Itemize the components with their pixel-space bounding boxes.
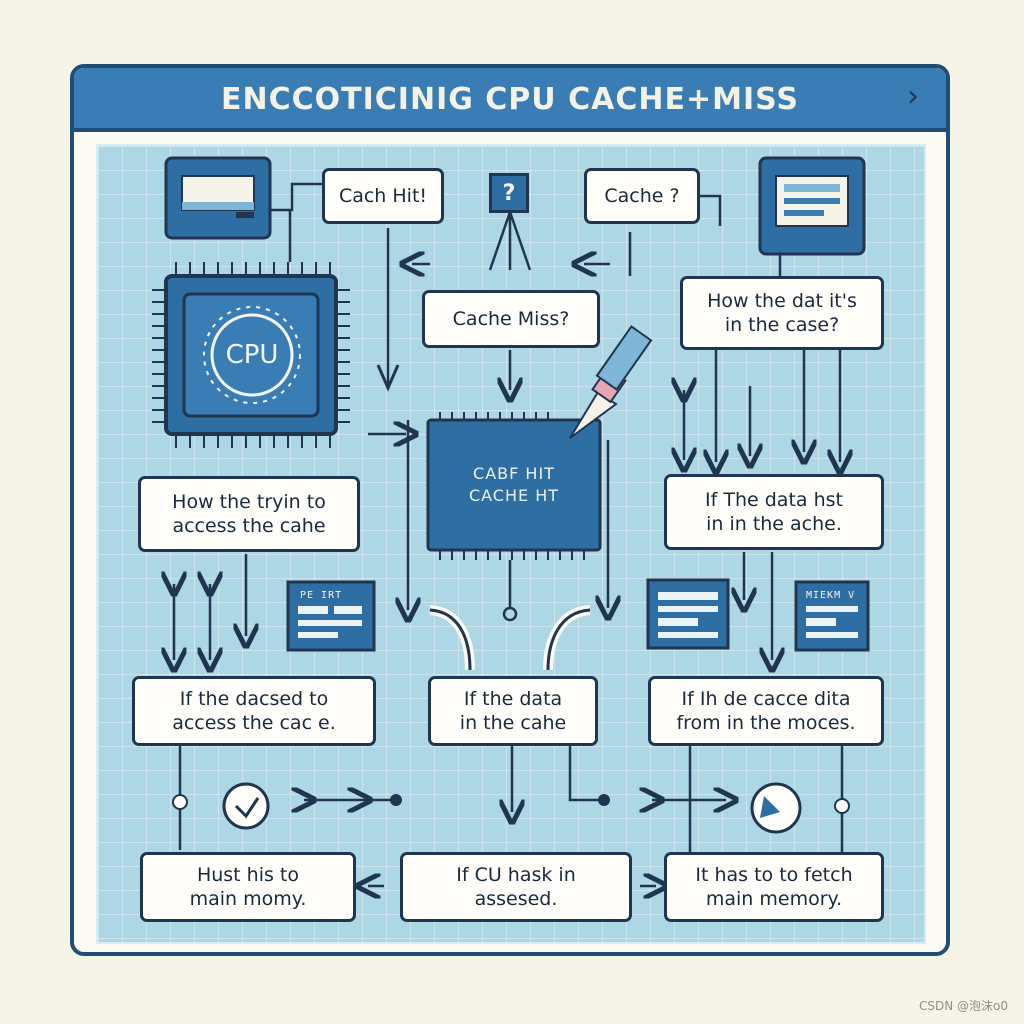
if-dacsed-node: If the dacsed to access the cac e. bbox=[132, 676, 376, 746]
cpu-label: CPU bbox=[212, 335, 292, 375]
hust-his-node: Hust his to main momy. bbox=[140, 852, 356, 922]
it-has-node: It has to to fetch main memory. bbox=[664, 852, 884, 922]
panel-left-label: PE IRT bbox=[300, 590, 342, 601]
if-data-cache-node: If the data in the cahe bbox=[428, 676, 598, 746]
question-mark-icon: ? bbox=[489, 173, 529, 213]
monitor-icon bbox=[166, 158, 270, 238]
cache-hit-node: Cach Hit! bbox=[322, 168, 444, 224]
if-data-hst-node: If The data hst in in the ache. bbox=[664, 474, 884, 550]
server-icon bbox=[760, 158, 864, 254]
if-ih-de-node: If Ih de cacce dita from in the moces. bbox=[648, 676, 884, 746]
how-trying-node: How the tryin to access the cahe bbox=[138, 476, 360, 552]
cache-question-node: Cache ? bbox=[584, 168, 700, 224]
clock-icon-left bbox=[224, 784, 268, 828]
cache-chip-label: CABF HIT CACHE HT bbox=[430, 420, 598, 550]
how-data-node: How the dat it's in the case? bbox=[680, 276, 884, 350]
memory-panel-middle bbox=[648, 580, 728, 648]
watermark: CSDN @泡沫o0 bbox=[919, 997, 1008, 1014]
clock-icon-right bbox=[752, 784, 800, 832]
cache-miss-node: Cache Miss? bbox=[422, 290, 600, 348]
panel-right-label: MIEKM V bbox=[806, 590, 855, 601]
if-cu-hask-node: If CU hask in assesed. bbox=[400, 852, 632, 922]
